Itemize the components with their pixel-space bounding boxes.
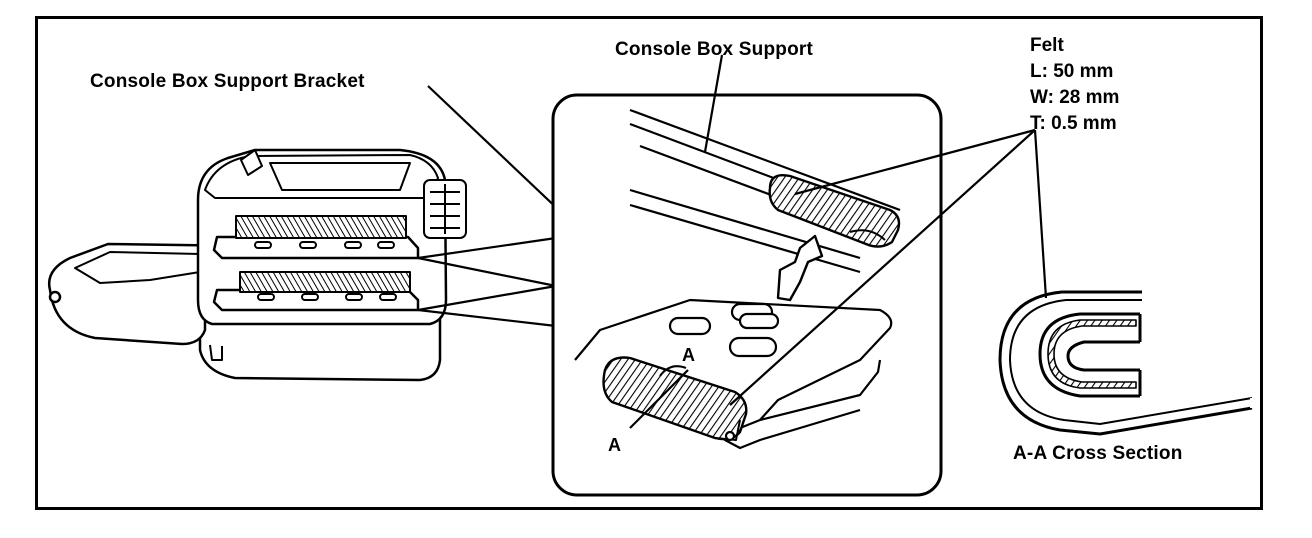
felt-title: Felt [1030, 35, 1064, 56]
detail-illustration [574, 108, 901, 450]
console-box-support-bracket-label: Console Box Support Bracket [90, 71, 365, 92]
section-marker-lower: A [608, 435, 622, 455]
console-box-support-label: Console Box Support [615, 39, 814, 60]
felt-leader-lines [703, 54, 1048, 406]
felt-thickness: T: 0.5 mm [1030, 113, 1117, 134]
felt-width: W: 28 mm [1030, 87, 1120, 108]
cross-section-label: A-A Cross Section [1013, 443, 1183, 464]
cross-section-illustration [998, 290, 1253, 436]
felt-spec-block: Felt L: 50 mm W: 28 mm T: 0.5 mm [1030, 33, 1119, 137]
section-marker-upper: A [682, 345, 696, 365]
felt-length: L: 50 mm [1030, 61, 1114, 82]
console-box-illustration [47, 148, 467, 382]
